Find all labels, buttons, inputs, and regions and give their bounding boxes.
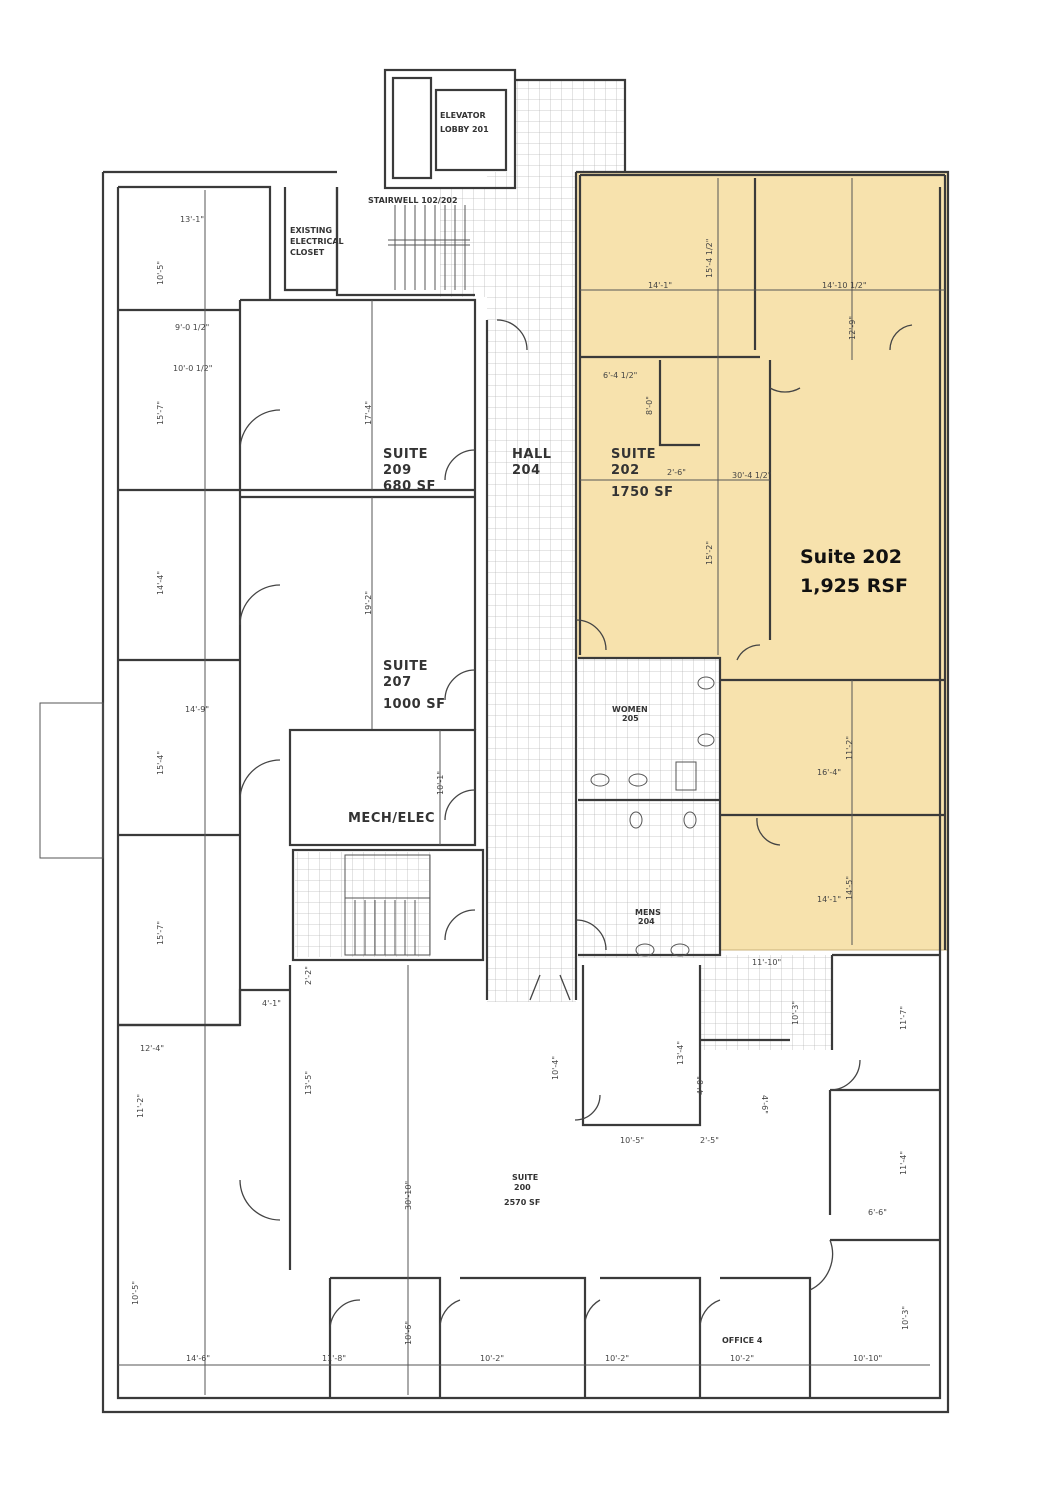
dimension-label: 12'-4"	[140, 1044, 164, 1053]
suite-207-area: 1000 SF	[383, 697, 445, 712]
dimension-label: 13'-5"	[304, 1071, 313, 1095]
dimension-label: 10'-3"	[901, 1306, 910, 1330]
suite-209-number: 209	[383, 463, 412, 478]
walls	[39, 68, 950, 1414]
dimension-label: 10'-3"	[791, 1001, 800, 1025]
dimension-label: 10'-6"	[404, 1321, 413, 1345]
dimension-label: 11'-10"	[752, 958, 781, 967]
dimension-label: 10'-5"	[156, 261, 165, 285]
dimension-label: 14'-1"	[817, 895, 841, 904]
elevator-lobby-label: LOBBY 201	[440, 125, 489, 134]
hall-label: HALL	[512, 447, 552, 462]
dimension-label: 11'-4"	[899, 1151, 908, 1175]
mech-elec-label: MECH/ELEC	[348, 811, 435, 826]
dimension-label: 14'-1"	[648, 281, 672, 290]
women-number: 205	[622, 714, 639, 723]
dimension-label: 14'-6"	[186, 1354, 210, 1363]
restroom-fixtures	[590, 676, 715, 957]
dimension-label: 14'-9"	[185, 705, 209, 714]
suite-207-number: 207	[383, 675, 412, 690]
dimension-label: 10'-0 1/2"	[173, 364, 212, 373]
dimension-label: 10'-10"	[853, 1354, 882, 1363]
suite-200-label: SUITE	[512, 1173, 538, 1182]
women-label: WOMEN	[612, 705, 648, 714]
dimension-label: 10'-5"	[620, 1136, 644, 1145]
dimension-label: 10'-4"	[551, 1056, 560, 1080]
highlight-suite-name: Suite 202	[800, 546, 902, 568]
suite-207-label: SUITE	[383, 659, 428, 674]
office-4-label: OFFICE 4	[722, 1336, 763, 1345]
dimension-label: 6'-4 1/2"	[603, 371, 637, 380]
doors	[239, 319, 913, 1331]
suite-202-number: 202	[611, 463, 640, 478]
dimension-label: 15'-7"	[156, 401, 165, 425]
dimension-label: 14'-10 1/2"	[822, 281, 867, 290]
dimension-label: 10'-1"	[436, 771, 445, 795]
dimension-label: 11'-2"	[845, 736, 854, 760]
dimension-label: 30'-10"	[404, 1181, 413, 1210]
dimension-label: 4'-0"	[696, 1076, 705, 1095]
dimension-label: 14'-5"	[845, 876, 854, 900]
mens-label: MENS	[635, 908, 661, 917]
dimension-label: 17'-4"	[364, 401, 373, 425]
dimension-label: 4'-6"	[760, 1095, 769, 1114]
highlight-suite-area: 1,925 RSF	[800, 575, 908, 597]
stairwell-label: STAIRWELL 102/202	[368, 196, 458, 205]
dimension-label: 10'-2"	[730, 1354, 754, 1363]
dimension-label: 12'-9"	[848, 316, 857, 340]
tiled-floor-areas	[295, 80, 832, 1050]
dimension-label: 6'-6"	[868, 1208, 887, 1217]
dimension-label: 11'-7"	[899, 1006, 908, 1030]
dimension-label: 16'-4"	[817, 768, 841, 777]
dimension-label: 13'-4"	[676, 1041, 685, 1065]
mens-number: 204	[638, 917, 655, 926]
dimension-label: 15'-4"	[156, 751, 165, 775]
dimension-label: 11'-8"	[322, 1354, 346, 1363]
dimension-label: 9'-0 1/2"	[175, 323, 209, 332]
dimension-label: 19'-2"	[364, 591, 373, 615]
dimension-label: 10'-2"	[605, 1354, 629, 1363]
dimension-label: 10'-2"	[480, 1354, 504, 1363]
suite-209-label: SUITE	[383, 447, 428, 462]
dimension-labels: 13'-1" 10'-5" 9'-0 1/2" 10'-0 1/2" 15'-7…	[131, 215, 910, 1363]
elevator-lobby-label: ELEVATOR	[440, 111, 486, 120]
suite-202-label: SUITE	[611, 447, 656, 462]
suite-209-area: 680 SF	[383, 479, 436, 494]
suite-200-number: 200	[514, 1183, 531, 1192]
closet-label: CLOSET	[290, 248, 325, 257]
dimension-label: 15'-4 1/2"	[705, 239, 714, 278]
dimension-label: 30'-4 1/2"	[732, 471, 771, 480]
suite-202-area: 1750 SF	[611, 485, 673, 500]
room-labels: ELEVATOR LOBBY 201 STAIRWELL 102/202 EXI…	[290, 111, 908, 1345]
dimension-label: 2'-6"	[667, 468, 686, 477]
dimension-label: 2'-5"	[700, 1136, 719, 1145]
dimension-label: 10'-5"	[131, 1281, 140, 1305]
hall-number: 204	[512, 463, 541, 478]
dimension-label: 14'-4"	[156, 571, 165, 595]
dimension-label: 4'-1"	[262, 999, 281, 1008]
suite-200-area: 2570 SF	[504, 1198, 540, 1207]
dimension-label: 13'-1"	[180, 215, 204, 224]
dimension-label: 8'-0"	[645, 396, 654, 415]
dimension-label: 15'-2"	[705, 541, 714, 565]
dimension-label: 2'-2"	[304, 966, 313, 985]
dimension-label: 15'-7"	[156, 921, 165, 945]
closet-label: ELECTRICAL	[290, 237, 344, 246]
closet-label: EXISTING	[290, 226, 332, 235]
dimension-label: 11'-2"	[136, 1094, 145, 1118]
